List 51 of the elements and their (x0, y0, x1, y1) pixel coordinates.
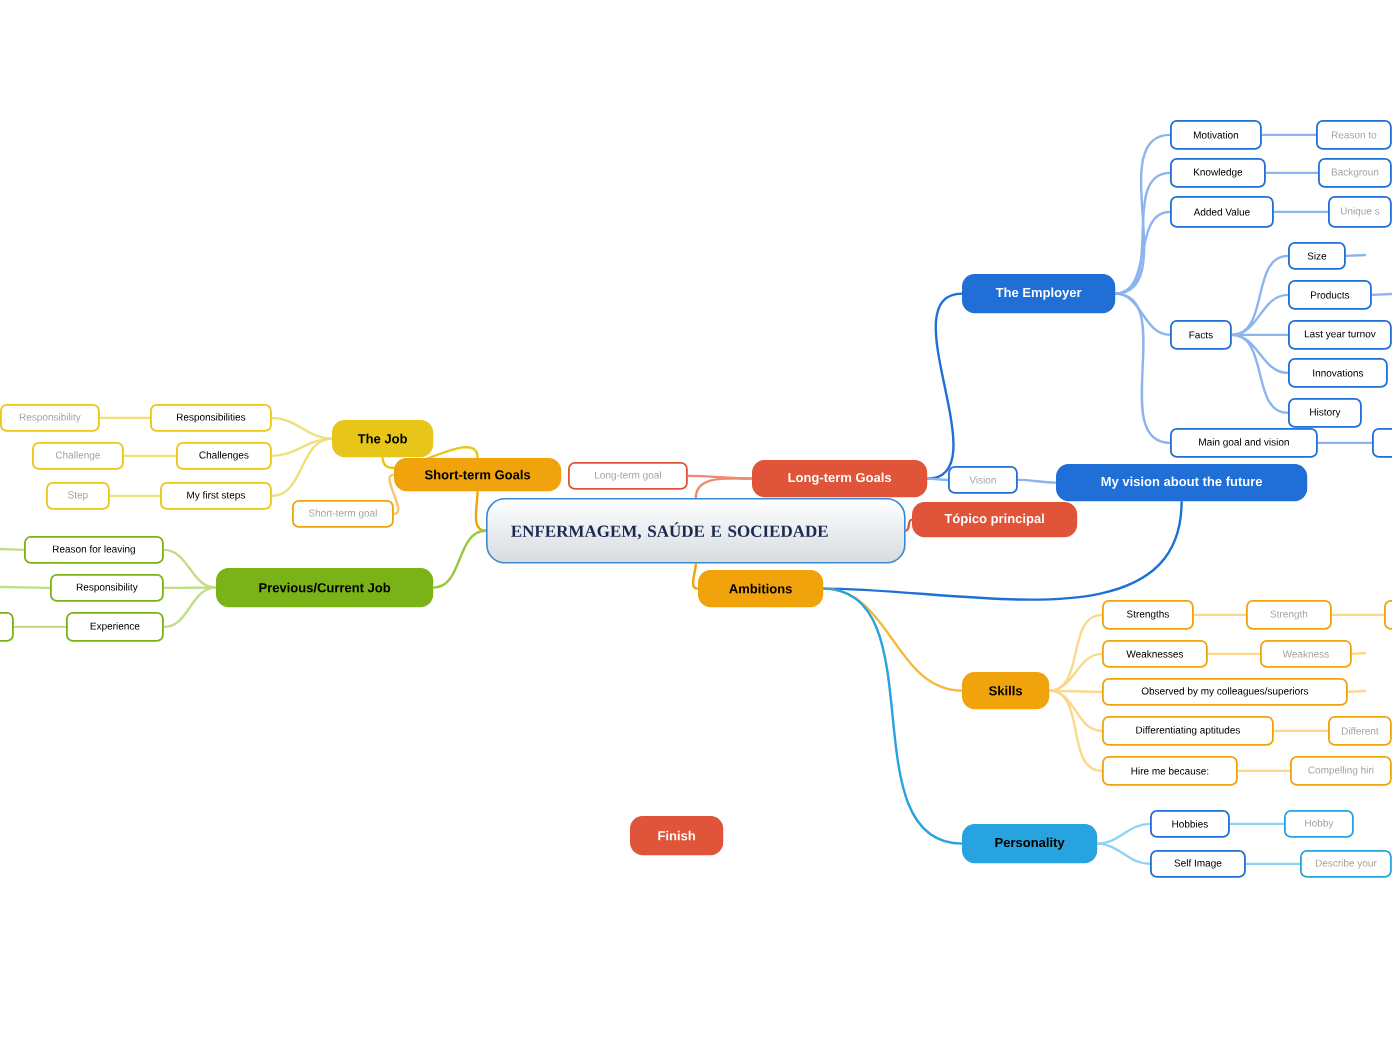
connector-line (1017, 478, 1057, 484)
connector-line (388, 473, 400, 516)
connector-line (271, 416, 333, 440)
connector-line (1273, 729, 1328, 733)
central-topic-box: ENFERMAGEM, SAÚDE E SOCIEDADE (486, 498, 906, 564)
connector-line (433, 529, 487, 589)
connector-line (0, 547, 25, 552)
connector-line (1231, 293, 1289, 337)
connector-line (1193, 613, 1246, 617)
connector-line (13, 625, 66, 629)
connector-line (123, 454, 176, 458)
connector-line (926, 292, 963, 480)
connector-line (1265, 171, 1318, 175)
connector-line (1371, 292, 1392, 297)
connector-line (1097, 842, 1151, 866)
connector-line (1229, 822, 1284, 826)
connector-line (163, 586, 217, 629)
connector-line (163, 586, 216, 590)
connector-line (1273, 210, 1328, 214)
empty-topic-box (0, 612, 14, 642)
connector-line (1049, 689, 1102, 694)
connector-line (904, 518, 913, 532)
connector-line (1207, 652, 1260, 656)
connector-line (1097, 822, 1151, 845)
connector-line (823, 501, 1183, 601)
connector-line (1049, 689, 1103, 773)
connector-line (1231, 254, 1289, 337)
empty-topic-box (1384, 600, 1392, 630)
connector-line (474, 491, 487, 532)
connector-line (822, 587, 963, 845)
connector-line (109, 494, 160, 498)
connector-line (687, 474, 753, 480)
connector-line (1345, 253, 1367, 258)
connector-line (1351, 651, 1367, 656)
connector-line (1237, 769, 1290, 773)
connector-line (691, 563, 699, 590)
connector-line (1115, 292, 1171, 337)
connector-line (99, 416, 150, 420)
connector-line (271, 437, 333, 498)
empty-topic-box (1372, 428, 1392, 458)
connector-line (1115, 210, 1171, 295)
connector-line (1245, 862, 1300, 866)
connector-line (1049, 652, 1103, 692)
connector-line (1331, 613, 1384, 617)
connector-line (1231, 333, 1289, 415)
connector-line (1347, 689, 1367, 694)
connector-line (0, 585, 51, 590)
connector-line (1317, 441, 1372, 445)
connector-line (1114, 292, 1171, 445)
connector-line (1261, 133, 1316, 137)
connector-line (927, 477, 949, 482)
